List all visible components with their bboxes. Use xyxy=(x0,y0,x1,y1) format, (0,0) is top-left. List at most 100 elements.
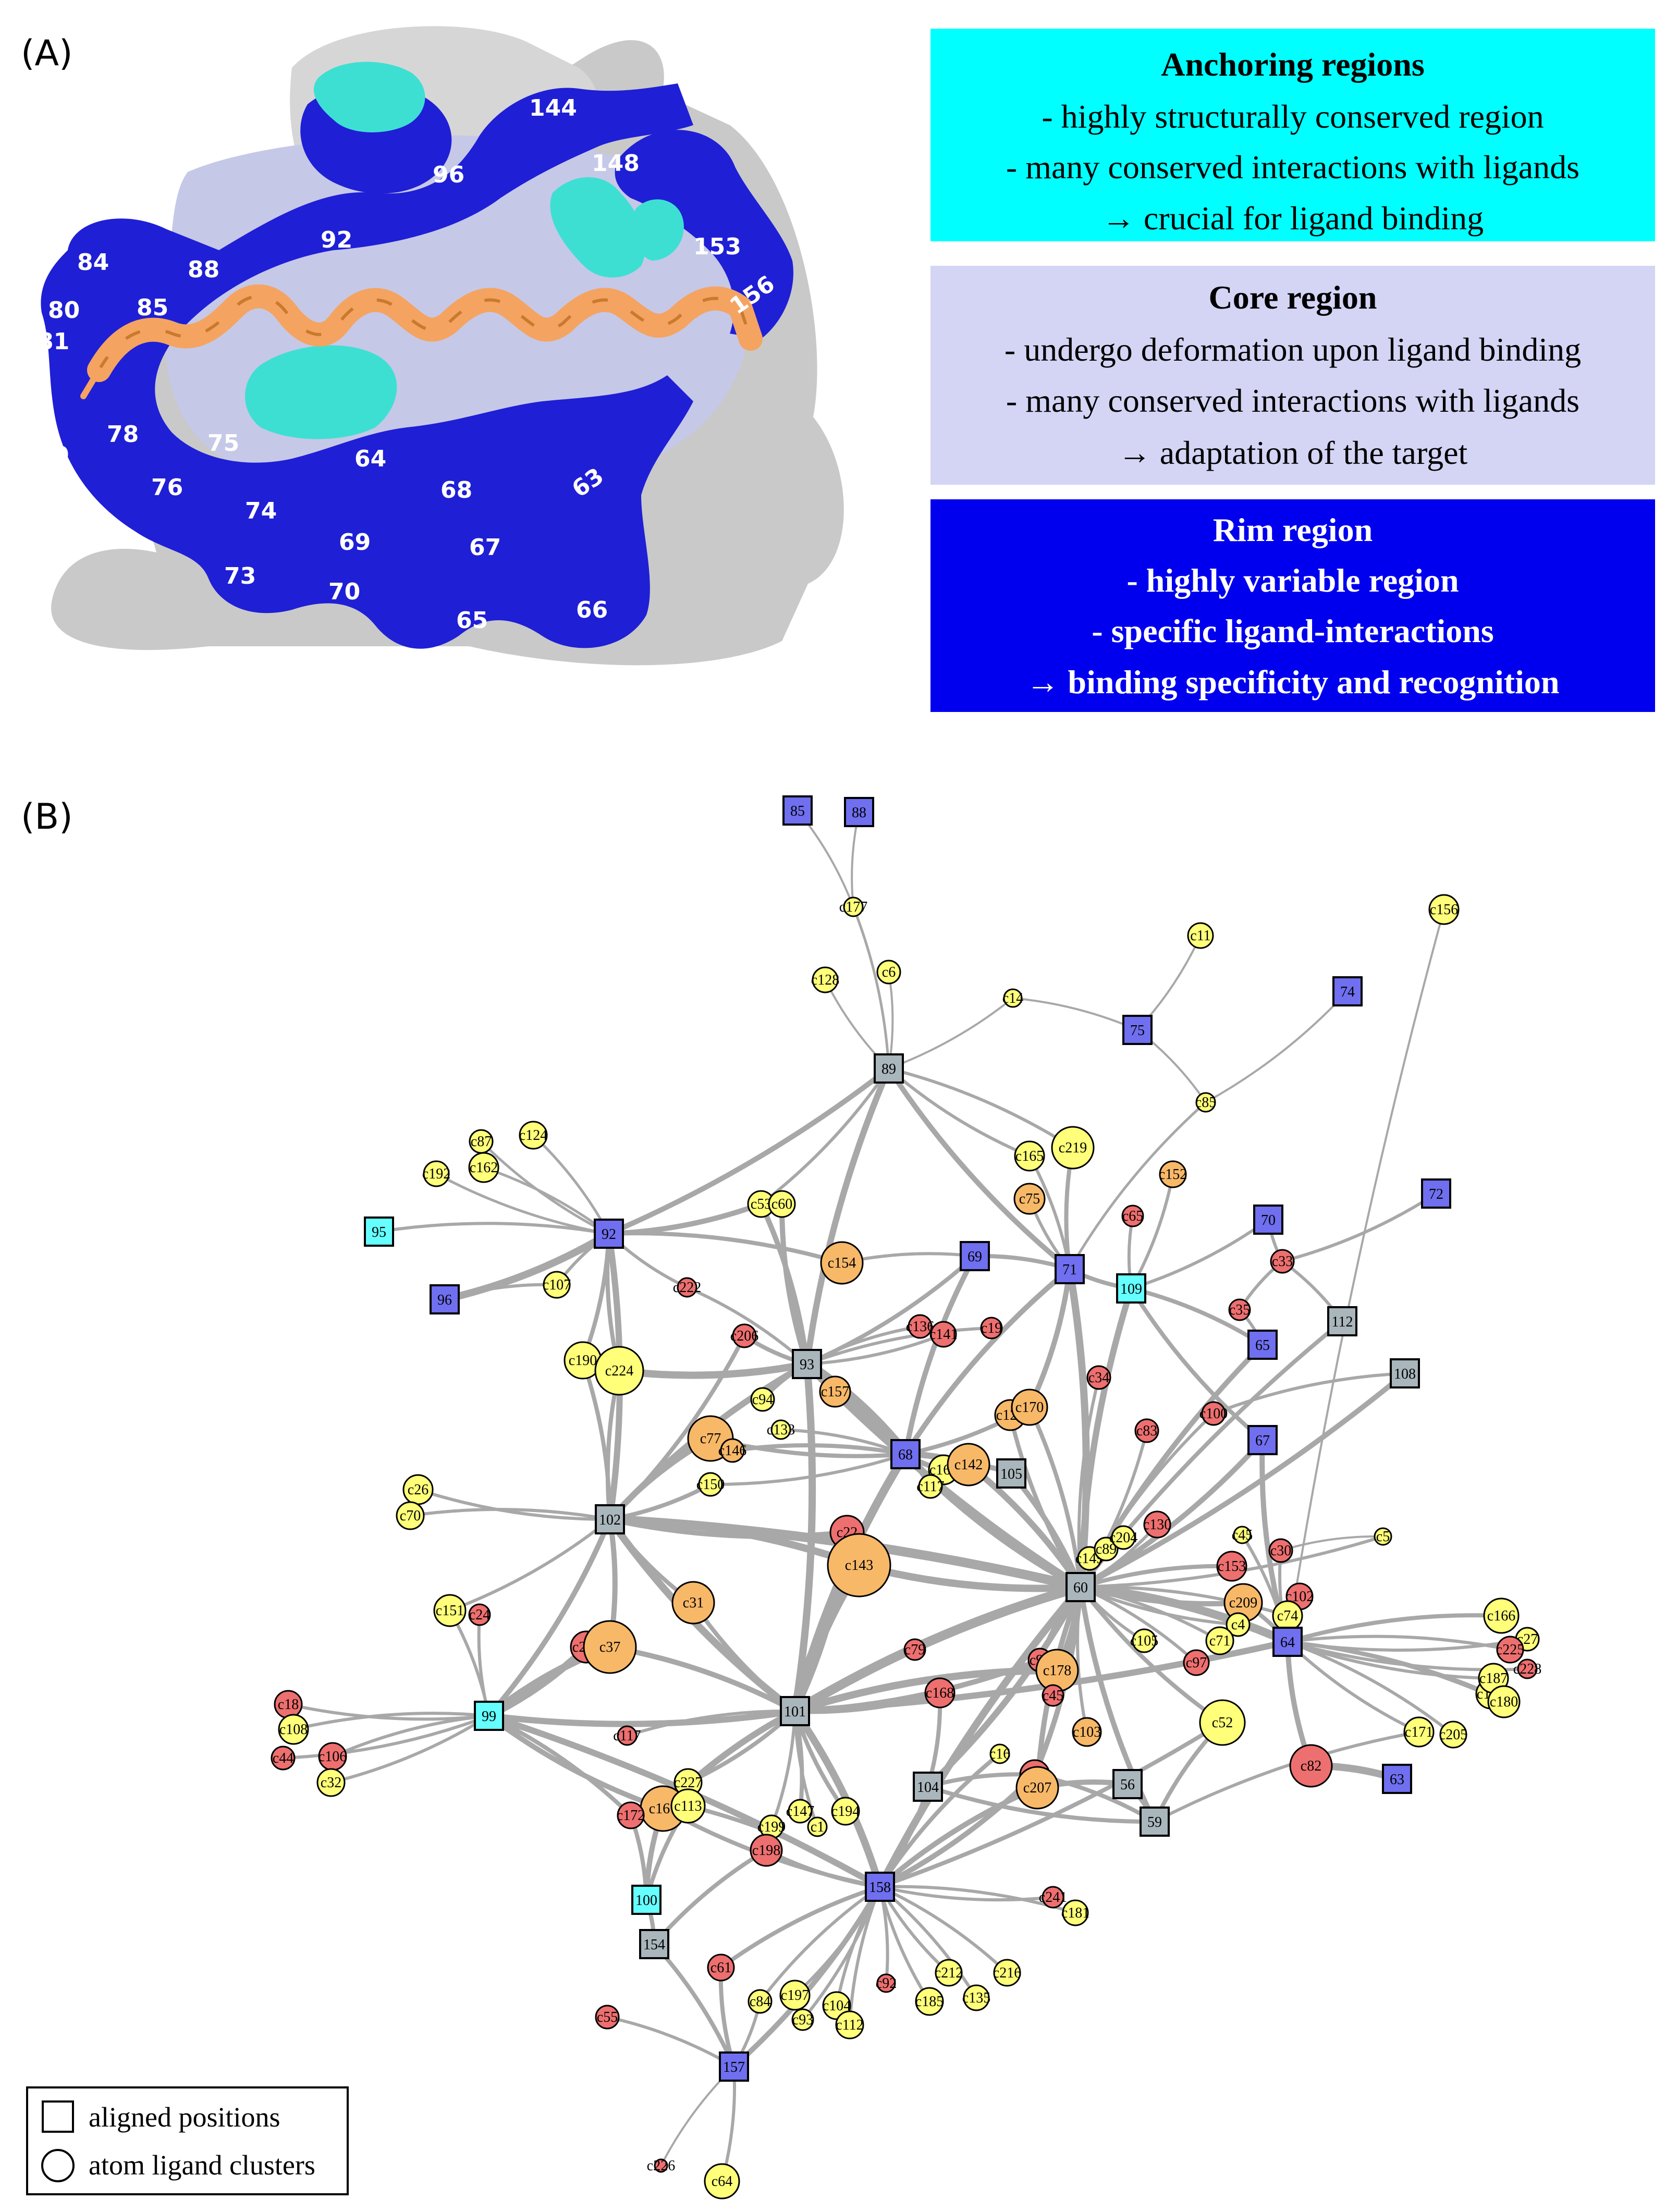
ligand-cluster-node xyxy=(707,1953,735,1982)
ligand-cluster-node xyxy=(1496,1636,1524,1664)
aligned-position-label: 65 xyxy=(1255,1337,1270,1354)
helix-tail xyxy=(80,367,102,399)
aligned-position-label: 95 xyxy=(372,1224,386,1240)
ligand-cluster-node xyxy=(1042,1886,1064,1909)
network-edge xyxy=(887,1067,1074,1149)
ligand-cluster-node xyxy=(671,1581,715,1625)
aligned-position-node xyxy=(1382,1764,1412,1794)
ligand-cluster-node xyxy=(677,1277,697,1298)
ligand-cluster-label: c199 xyxy=(757,1819,786,1835)
ligand-cluster-node xyxy=(930,1321,957,1348)
ligand-cluster-node xyxy=(924,1677,956,1709)
network-edge xyxy=(1079,1564,1234,1589)
aligned-position-label: 67 xyxy=(1255,1433,1270,1449)
anchor-surface-top xyxy=(313,62,425,132)
rim-surface-right xyxy=(615,130,793,339)
network-edge xyxy=(926,1785,1157,1824)
network-edge xyxy=(1078,1371,1407,1590)
network-edge xyxy=(878,1885,1009,1974)
ligand-cluster-label: c1 xyxy=(811,1819,824,1835)
rim-line-2: - specific ligand-interactions xyxy=(1092,612,1493,649)
ligand-cluster-node xyxy=(670,1788,706,1824)
ligand-cluster-label: c105 xyxy=(1130,1633,1158,1649)
network-edge xyxy=(409,1507,611,1521)
ligand-cluster-node xyxy=(583,1620,637,1674)
ligand-cluster-label: c227 xyxy=(674,1775,702,1791)
core-line-3: → adaptation of the target xyxy=(1118,434,1468,471)
core-line-2: - many conserved interactions with ligan… xyxy=(1006,382,1579,419)
network-edge xyxy=(1286,1640,1420,1734)
ligand-cluster-node xyxy=(468,1603,491,1626)
ligand-cluster-label: c65 xyxy=(1122,1208,1143,1224)
network-edge xyxy=(448,1518,611,1612)
core-line-1: - undergo deformation upon ligand bindin… xyxy=(1005,331,1581,368)
ligand-cluster-node xyxy=(278,1714,309,1745)
ligand-cluster-node xyxy=(908,1314,933,1339)
network-edge xyxy=(876,1583,1084,1890)
network-edge xyxy=(1130,1173,1174,1290)
anchoring-line-1: - highly structurally conserved region xyxy=(1042,98,1544,135)
residue-labels: 144 148 96 92 153 84 88 156 80 85 81 78 … xyxy=(38,95,780,634)
ligand-cluster-label: c64 xyxy=(712,2173,732,2190)
ligand-cluster-label: c11 xyxy=(1190,928,1210,944)
aligned-position-label: 59 xyxy=(1147,1814,1162,1830)
panel-b-label: (B) xyxy=(21,796,73,838)
aligned-position-node xyxy=(792,1349,822,1379)
aligned-position-node xyxy=(1140,1807,1170,1837)
ligand-cluster-label: c177 xyxy=(839,899,867,915)
network-edge xyxy=(1286,1635,1512,1651)
legend-circle-label: atom ligand clusters xyxy=(89,2149,315,2181)
ligand-cluster-node xyxy=(1233,1526,1252,1544)
network-edge xyxy=(606,2016,736,2068)
ligand-cluster-node xyxy=(519,1121,548,1150)
aligned-position-label: 157 xyxy=(723,2059,745,2075)
aligned-position-label: 60 xyxy=(1073,1580,1088,1596)
ligand-cluster-node xyxy=(1143,1510,1171,1539)
ligand-cluster-label: c187 xyxy=(1479,1670,1508,1687)
residue-label-148: 148 xyxy=(592,150,640,177)
network-edge xyxy=(686,1804,882,1889)
ligand-cluster-label: c216 xyxy=(993,1965,1021,1981)
ligand-cluster-label: c31 xyxy=(683,1595,704,1611)
ligand-cluster-label: c192 xyxy=(422,1166,450,1182)
anchoring-regions-box: Anchoring regions - highly structurally … xyxy=(930,29,1655,241)
aligned-position-node xyxy=(1253,1205,1283,1235)
ligand-cluster-node xyxy=(1121,1205,1144,1227)
core-region-box: Core region - undergo deformation upon l… xyxy=(930,266,1655,485)
network-edge xyxy=(448,1609,491,1717)
aligned-position-label: 158 xyxy=(869,1879,891,1896)
ligand-cluster-node xyxy=(876,1973,896,1993)
core-box-bg xyxy=(930,266,1655,485)
ligand-cluster-label: c124 xyxy=(519,1127,547,1144)
network-edge xyxy=(487,1714,633,1817)
network-edge xyxy=(1079,1586,1198,1664)
ligand-cluster-label: c75 xyxy=(1019,1191,1040,1207)
ligand-cluster-label: c113 xyxy=(674,1798,702,1814)
ligand-cluster-label: c97 xyxy=(1186,1655,1207,1671)
ligand-cluster-node xyxy=(1199,1699,1246,1746)
ligand-cluster-node xyxy=(1483,1597,1520,1634)
network-edge xyxy=(878,1752,1002,1889)
legend-circle-symbol xyxy=(41,2149,75,2182)
ligand-cluster-node xyxy=(947,1443,990,1486)
ligand-cluster-node xyxy=(835,2010,864,2039)
ligand-cluster-label: c172 xyxy=(617,1808,645,1824)
ligand-cluster-label: c141 xyxy=(929,1326,958,1343)
ligand-cluster-node xyxy=(1015,1766,1059,1810)
network-edge xyxy=(1280,1535,1384,1552)
network-edge xyxy=(281,1714,491,1760)
ligand-cluster-node xyxy=(876,960,901,985)
ligand-cluster-node xyxy=(750,1387,775,1412)
network-edge xyxy=(1027,1405,1083,1589)
ligand-cluster-label: c153 xyxy=(1218,1558,1246,1575)
ligand-cluster-node xyxy=(1289,1744,1333,1788)
aligned-position-node xyxy=(782,795,813,826)
network-edge xyxy=(1079,1586,1221,1642)
aligned-position-node xyxy=(890,1439,921,1469)
ligand-cluster-node xyxy=(748,1989,773,2014)
legend-square-symbol xyxy=(42,2100,74,2133)
ligand-cluster-node xyxy=(595,2005,620,2030)
ligand-cluster-label: c146 xyxy=(718,1443,746,1459)
aligned-position-label: 72 xyxy=(1429,1186,1443,1202)
anchor-surface-bottom xyxy=(245,345,397,439)
